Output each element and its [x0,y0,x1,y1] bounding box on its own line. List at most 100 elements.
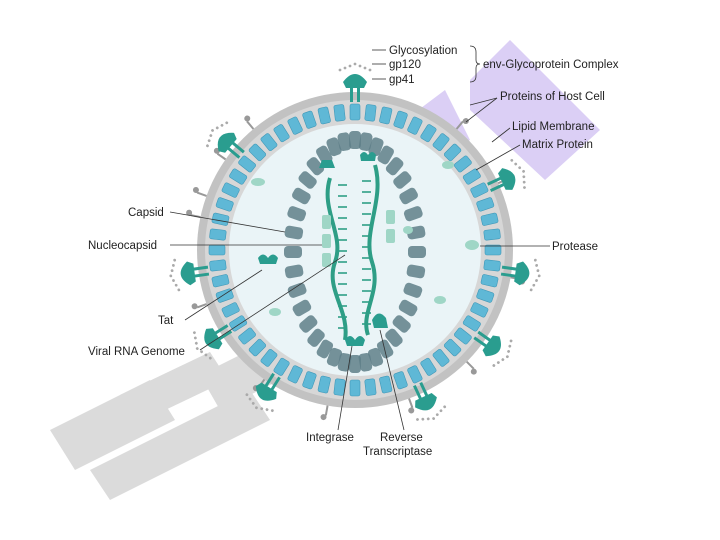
glycosylation-dot [496,361,500,364]
matrix-protein-unit [238,327,256,345]
virion-interior [229,124,481,376]
capsid [284,131,426,373]
protease-protein [465,240,479,250]
capsid-protein-unit [284,246,302,258]
glycosylation-dot [270,409,274,412]
glycosylation-dot [535,279,538,282]
glycosylation-dot [501,358,505,362]
glycosylation-dot [492,364,496,367]
matrix-protein-unit [333,378,346,396]
host-protein [408,398,415,414]
matrix-protein-unit [470,302,489,318]
capsid-protein-unit [403,206,423,222]
host-protein-stalk [216,152,227,161]
leader-lines [169,45,550,431]
env-spike [338,62,372,102]
label-gp41: gp41 [389,74,415,86]
glycosylation-dot [193,336,197,340]
glycosylation-dot [532,283,536,287]
matrix-protein-unit [476,288,495,303]
nucleocapsid-proteins [322,210,395,267]
glycosylation-dot [174,283,178,287]
label-lipid-membrane: Lipid Membrane [512,121,594,133]
matrix-protein-unit [379,106,393,125]
matrix-protein-unit [248,143,267,162]
gp41-stalk [500,272,520,279]
capsid-protein-unit [349,131,361,149]
matrix-protein-unit [211,212,230,226]
label-env-complex: env-Glycoprotein Complex [483,59,619,71]
matrix-protein-unit [211,274,230,288]
matrix-protein-unit [209,228,227,241]
host-protein-head [470,368,477,375]
glycosylation-dot [443,405,447,409]
matrix-protein-unit [260,133,278,151]
matrix-protein-unit [454,327,472,345]
glycosylation-dot [225,121,229,125]
matrix-protein-unit [407,365,423,384]
label-reverse: Reverse [380,432,423,444]
matrix-protein-unit [454,155,472,173]
capsid-protein-unit [299,315,318,333]
capsid-protein-unit [408,246,426,258]
glycosylation-dot [536,269,540,273]
capsid-protein-unit [307,328,325,347]
matrix-protein-unit [208,244,226,256]
host-protein [192,186,207,197]
glycosylation-dot [348,64,352,68]
host-protein-stalk [466,361,475,370]
matrix-protein-unit [221,182,240,198]
glycosylation-dot [204,353,208,357]
host-protein-head [320,414,327,421]
host-protein-stalk [246,120,255,130]
gp120-head [514,261,530,286]
capsid-protein-unit [337,353,352,372]
label-tat: Tat [158,315,174,327]
glycosylation-dot [363,66,367,70]
host-protein-stalk [196,191,207,197]
matrix-protein-unit [462,315,481,332]
glycosylation-dot [260,407,264,411]
glycosylation-dot [338,68,342,72]
glycosylation-dot [173,258,177,262]
gp120-head [482,335,501,357]
env-spike [245,372,281,412]
glycosylation-dot [200,350,204,354]
matrix-protein-unit [287,365,303,384]
capsid-protein-unit [316,145,333,165]
host-protein-head [186,209,193,216]
matrix-protein-unit [215,288,234,303]
matrix-protein-unit [443,143,462,162]
glycosylation-dot [435,413,439,417]
matrix-protein-unit [470,182,489,198]
host-protein-stalk [455,120,464,130]
matrix-protein-unit [209,259,227,272]
label-integrase: Integrase [306,432,354,444]
matrix-protein-unit [302,371,317,390]
glycosylation-dot [177,288,181,292]
host-protein-head [244,115,251,122]
label-viral-rna: Viral RNA Genome [88,346,185,358]
host-protein [466,361,477,375]
glycosylation-dot [514,162,518,166]
matrix-protein-unit [483,228,501,241]
glycosylation-dot [523,186,526,189]
capsid-protein-unit [406,264,426,279]
glycosylation-dot [169,274,173,278]
light-protein-3 [434,296,446,304]
matrix-protein-unit [420,357,437,376]
env-spike [193,324,233,360]
capsid-protein-unit [306,157,325,176]
glycosylation-dot [522,169,525,173]
matrix-protein-unit [317,375,331,394]
glycosylation-dot [245,393,249,397]
capsid-protein-unit [287,206,307,222]
matrix-protein-unit [248,338,267,357]
capsid-protein-unit [284,225,304,240]
matrix-protein-unit [333,104,346,122]
label-glycosylation: Glycosylation [389,45,457,57]
label-matrix-protein: Matrix Protein [522,139,593,151]
capsid-protein-unit [376,339,394,359]
capsid-protein-unit [367,347,384,367]
